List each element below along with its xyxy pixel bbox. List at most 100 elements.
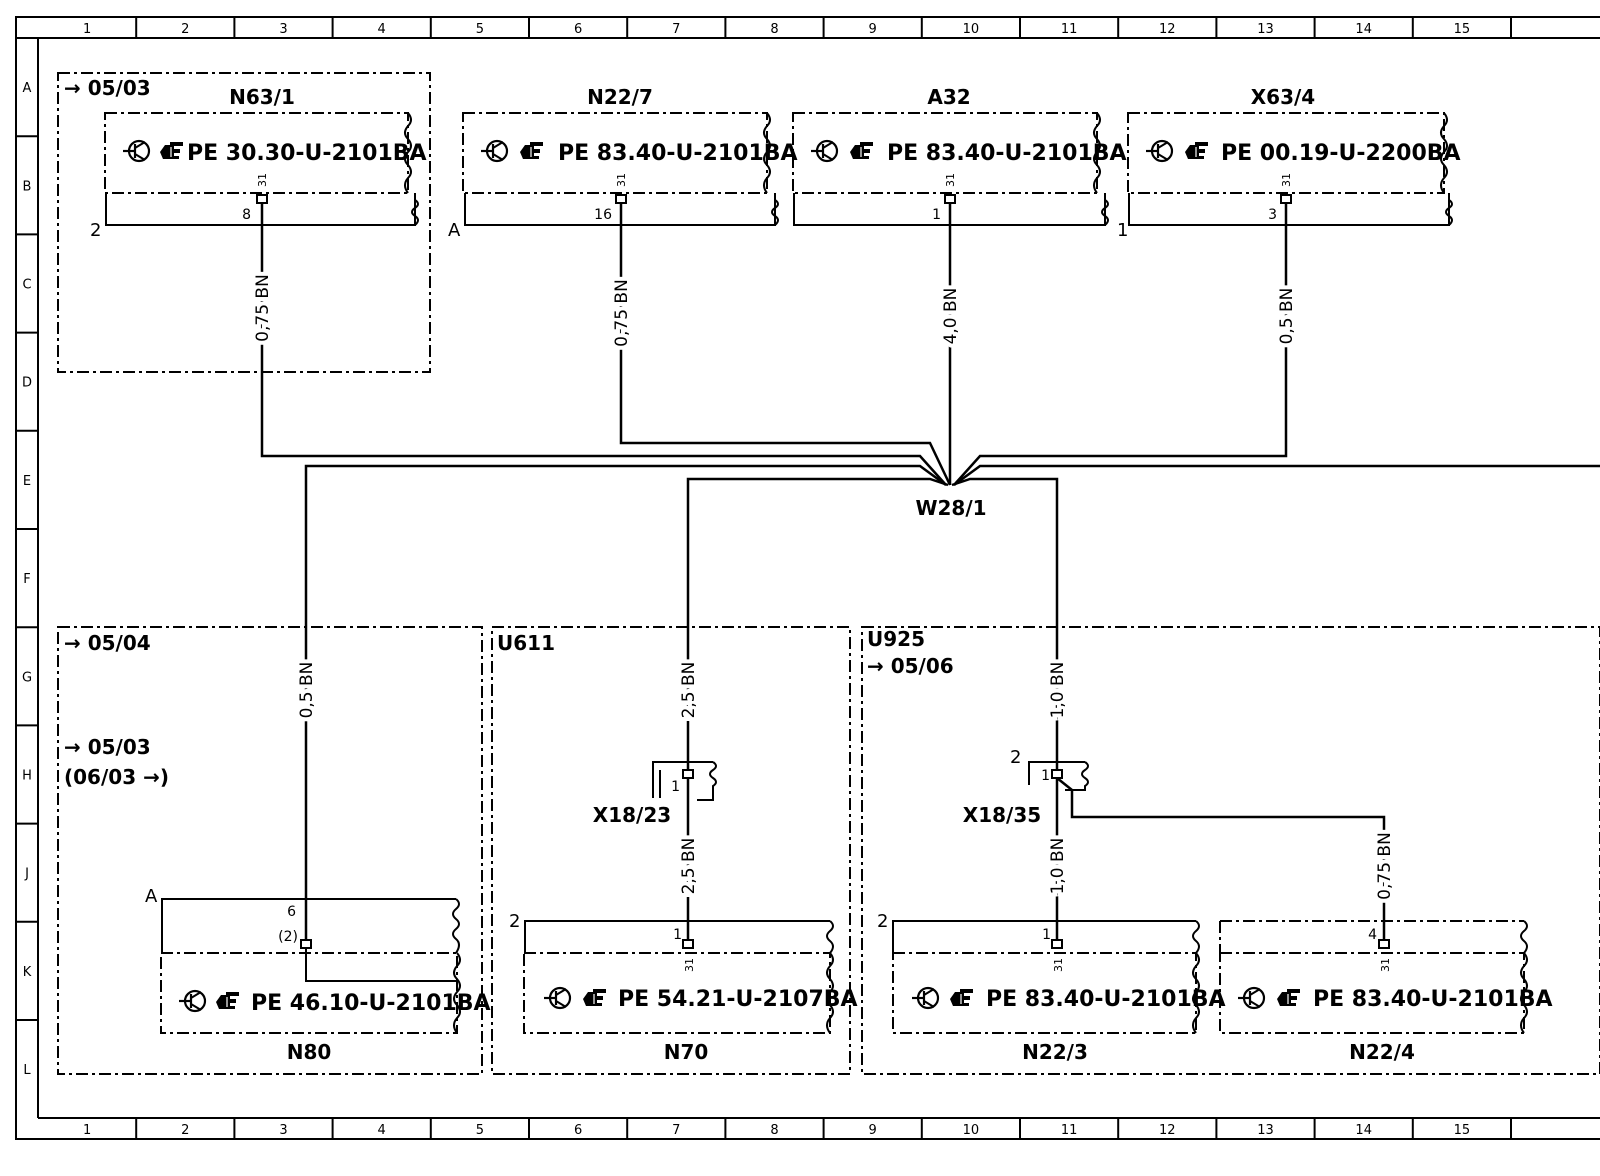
wire-label-a32: 4,0 BN (941, 288, 961, 345)
connector-pin-icon (1280, 194, 1292, 204)
area-ref-bottom-left-1: → 05/04 (64, 631, 151, 655)
pe-reference-x63-4: PE 00.19-U-2200BA (1221, 141, 1461, 166)
grid-column-label: 7 (672, 22, 680, 37)
ground-symbol-icon (1236, 986, 1266, 1010)
grid-ticks (16, 17, 1512, 1139)
grid-column-label: 5 (476, 1123, 484, 1138)
wire-label-n22-3: 1,0 BN (1048, 838, 1068, 895)
pin-ref-a32: 31 (944, 173, 957, 187)
grid-column-label: 1 (83, 22, 91, 37)
pin-ref-n22-4: 31 (1379, 958, 1392, 972)
component-n70: 2 1 31 PE 54.21-U-2107BA N70 (509, 911, 858, 1064)
area-box-u611 (491, 626, 851, 1075)
end-marker-n22-3: 2 (877, 911, 888, 932)
area-ref-bottom-left-2: → 05/03 (64, 735, 151, 759)
end-marker-n63-1: 2 (90, 220, 101, 241)
area-box-bottom-left (57, 626, 483, 1075)
pin-number-n22-3: 1 (1042, 927, 1051, 943)
pin-ref-n63-1: 31 (256, 173, 269, 187)
area-label-u925: U925 (867, 627, 925, 651)
grid-column-label: 12 (1159, 1123, 1176, 1138)
grid-column-label: 9 (869, 22, 877, 37)
pin-ref-n70: 31 (683, 958, 696, 972)
component-label-n22-7: N22/7 (587, 85, 653, 109)
grid-row-label: C (22, 278, 31, 293)
connector-pin-icon (682, 769, 694, 779)
component-n22-3: 2 1 31 PE 83.40-U-2101BA N22/3 (877, 911, 1226, 1064)
connector-pin-icon (682, 939, 694, 949)
ground-symbol-icon (1144, 139, 1174, 163)
pointing-hand-icon (1276, 988, 1301, 1007)
grid-column-label: 7 (672, 1123, 680, 1138)
connector-pin-icon (1378, 939, 1390, 949)
pe-reference-n22-7: PE 83.40-U-2101BA (558, 141, 798, 166)
component-label-n22-4: N22/4 (1349, 1040, 1415, 1064)
grid-column-label: 4 (378, 1123, 386, 1138)
end-marker-n80: A (145, 886, 158, 907)
grid-row-label: J (24, 867, 29, 882)
wire-label-x63-4: 0,5 BN (1277, 288, 1297, 345)
grid-column-label: 4 (378, 22, 386, 37)
pointing-hand-icon (949, 988, 974, 1007)
connector-label-x18-35: X18/35 (963, 803, 1041, 827)
pin-ref-x63-4: 31 (1280, 173, 1293, 187)
pin-number-x18-35: 1 (1041, 768, 1050, 784)
grid-column-label: 3 (279, 1123, 287, 1138)
grid-labels: 1122334455667788991010111112121313141415… (22, 22, 1470, 1138)
ground-symbol-icon (910, 986, 940, 1010)
splice-label-w28-1: W28/1 (915, 496, 986, 520)
grid-column-label: 9 (869, 1123, 877, 1138)
pe-reference-n22-3: PE 83.40-U-2101BA (986, 987, 1226, 1012)
grid-row-label: L (23, 1063, 31, 1078)
end-marker-n22-7: A (448, 220, 461, 241)
component-a32: A32 PE 83.40-U-2101BA 31 1 (792, 85, 1127, 226)
grid-column-label: 6 (574, 22, 582, 37)
component-n22-4: 4 31 PE 83.40-U-2101BA N22/4 (1219, 920, 1553, 1064)
grid-column-label: 13 (1257, 1123, 1274, 1138)
pointing-hand-icon (215, 991, 240, 1010)
component-label-n70: N70 (664, 1040, 709, 1064)
pointing-hand-icon (159, 141, 184, 160)
grid-row-label: K (23, 965, 32, 980)
component-label-n22-3: N22/3 (1022, 1040, 1088, 1064)
grid-row-label: A (23, 81, 32, 96)
component-n63-1: N63/1 PE 30.30-U-2101BA 31 8 2 (90, 85, 427, 241)
pe-reference-n63-1: PE 30.30-U-2101BA (187, 141, 427, 166)
area-label-u611: U611 (497, 631, 555, 655)
wires-top (260, 203, 1288, 486)
component-n22-7: N22/7 PE 83.40-U-2101BA 31 16 A (448, 85, 798, 241)
connector-pin-icon (300, 939, 312, 949)
pe-reference-n22-4: PE 83.40-U-2101BA (1313, 987, 1553, 1012)
ground-symbol-icon (121, 139, 151, 163)
pin-number-x18-23: 1 (671, 779, 680, 795)
grid-column-label: 2 (181, 22, 189, 37)
ground-symbol-icon (542, 986, 572, 1010)
grid-column-label: 14 (1355, 1123, 1372, 1138)
pin-number-a32: 1 (932, 207, 941, 223)
pin-number-n22-4: 4 (1368, 927, 1377, 943)
pe-reference-a32: PE 83.40-U-2101BA (887, 141, 1127, 166)
grid-row-label: H (22, 769, 32, 784)
connector-label-x18-23: X18/23 (593, 803, 671, 827)
component-x63-4: X63/4 PE 00.19-U-2200BA 31 3 1 (1117, 85, 1461, 241)
connector-pin-icon (1051, 769, 1063, 779)
component-label-n63-1: N63/1 (229, 85, 295, 109)
grid-column-label: 13 (1257, 22, 1274, 37)
end-marker-x63-4: 1 (1117, 220, 1128, 241)
area-ref-top-left: → 05/03 (64, 76, 151, 100)
wire-label-n22-4: 0,75 BN (1375, 832, 1395, 900)
wire-label-n22-7: 0,75 BN (612, 279, 632, 347)
pe-reference-n70: PE 54.21-U-2107BA (618, 987, 858, 1012)
pointing-hand-icon (1184, 141, 1209, 160)
connector-pin-icon (944, 194, 956, 204)
grid-column-label: 8 (770, 22, 778, 37)
grid-column-label: 15 (1454, 22, 1471, 37)
grid-column-label: 3 (279, 22, 287, 37)
connector-pin-icon (615, 194, 627, 204)
pin-number-n63-1: 8 (242, 207, 251, 223)
grid-column-label: 8 (770, 1123, 778, 1138)
wire-label-u611-upper: 2,5 BN (679, 662, 699, 719)
component-label-x63-4: X63/4 (1251, 85, 1315, 109)
grid-column-label: 15 (1454, 1123, 1471, 1138)
